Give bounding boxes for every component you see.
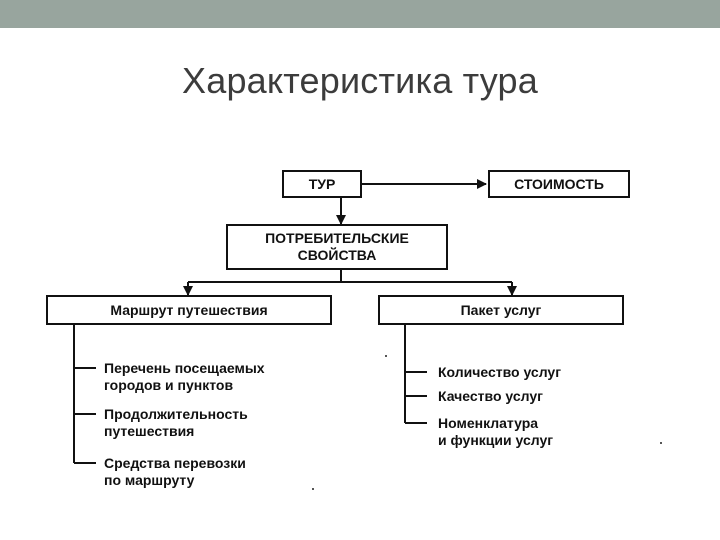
route-item-2: Продолжительность путешествия [104, 406, 248, 440]
services-item-1: Количество услуг [438, 364, 561, 381]
route-item-1-line-1: Перечень посещаемых [104, 360, 265, 376]
stray-dot [660, 442, 662, 444]
route-item-3-line-2: по маршруту [104, 472, 195, 488]
services-item-3-line-1: Номенклатура [438, 415, 539, 431]
tour-box: ТУР [282, 170, 362, 198]
consumer-properties-line-1: ПОТРЕБИТЕЛЬСКИЕ [265, 230, 409, 246]
route-item-1: Перечень посещаемых городов и пунктов [104, 360, 265, 394]
services-label: Пакет услуг [460, 301, 542, 318]
consumer-properties-box: ПОТРЕБИТЕЛЬСКИЕ СВОЙСТВА [226, 224, 448, 270]
route-item-3: Средства перевозки по маршруту [104, 455, 246, 489]
consumer-properties-line-2: СВОЙСТВА [297, 247, 377, 263]
cost-box: СТОИМОСТЬ [488, 170, 630, 198]
route-item-3-line-1: Средства перевозки [104, 455, 246, 471]
services-item-3-line-2: и функции услуг [438, 432, 554, 448]
cost-label: СТОИМОСТЬ [514, 175, 604, 192]
services-item-2-line-1: Качество услуг [438, 388, 543, 404]
route-item-1-line-2: городов и пунктов [104, 377, 234, 393]
tour-label: ТУР [308, 175, 336, 192]
services-box: Пакет услуг [378, 295, 624, 325]
services-item-1-line-1: Количество услуг [438, 364, 562, 380]
route-box: Маршрут путешествия [46, 295, 332, 325]
slide-title: Характеристика тура [182, 60, 538, 101]
services-item-3: Номенклатура и функции услуг [438, 415, 553, 449]
route-item-2-line-1: Продолжительность [104, 406, 248, 422]
services-item-2: Качество услуг [438, 388, 543, 405]
stray-dot [385, 355, 387, 357]
stray-dot [312, 488, 314, 490]
top-bar [0, 0, 720, 28]
route-item-2-line-2: путешествия [104, 423, 195, 439]
route-label: Маршрут путешествия [110, 301, 268, 318]
